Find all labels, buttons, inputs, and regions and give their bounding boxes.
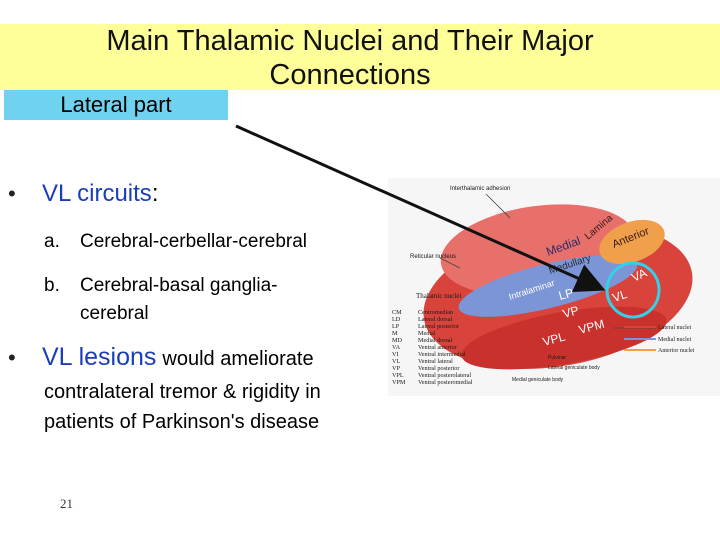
sub-item-a: a. Cerebral-cerbellar-cerebral: [44, 230, 307, 254]
region-label-lp: LP: [557, 286, 575, 303]
bullet-marker: •: [8, 345, 16, 370]
nucleus-name: Medial dorsal: [418, 337, 452, 344]
legend-medial: Medial nuclei: [658, 337, 691, 343]
label-lateral-geniculate: Lateral geniculate body: [548, 365, 600, 371]
sub-item-tag: b.: [44, 275, 60, 296]
slide-title: Main Thalamic Nuclei and Their Major Con…: [106, 25, 594, 91]
nucleus-abbr: LP: [392, 323, 400, 330]
thalamus-lower-lobe: [461, 306, 667, 370]
bullet-marker: •: [8, 181, 16, 206]
nucleus-name: Ventral anterior: [418, 344, 457, 351]
region-label-vpl: VPL: [541, 329, 567, 348]
nucleus-abbr: VPL: [392, 372, 404, 379]
nucleus-abbr: VP: [392, 365, 400, 372]
label-medial-geniculate: Medial geniculate body: [512, 377, 564, 383]
legend-lateral: Lateral nuclei: [658, 325, 691, 331]
vl-highlight-ring: [605, 261, 661, 319]
region-label-vl: VL: [611, 287, 630, 305]
nucleus-name: Ventral lateral: [418, 358, 453, 365]
nucleus-name: Medial: [418, 330, 436, 337]
nucleus-abbr: VL: [392, 358, 400, 365]
label-reticular-nucleus: Reticular nucleus: [410, 254, 456, 260]
region-label-va: VA: [629, 266, 649, 285]
sub-item-tag: a.: [44, 231, 60, 252]
bullet-continuation-2: patients of Parkinson's disease: [44, 411, 320, 433]
nucleus-abbr: MD: [392, 337, 403, 344]
bullet-heading: VL lesions: [42, 343, 157, 371]
nucleus-abbr: VA: [392, 344, 401, 351]
thalamus-figure: Medial Anterior Lamina Medullary LP VP V…: [388, 178, 720, 396]
region-label-vp: VP: [561, 303, 580, 321]
nucleus-abbr: LD: [392, 316, 401, 323]
region-label-vpm: VPM: [577, 317, 606, 337]
nucleus-name: Centromedian: [418, 309, 453, 316]
nucleus-name: Lateral posterior: [418, 323, 459, 330]
nucleus-name: Ventral posteromedial: [418, 379, 473, 386]
nucleus-abbr: VI: [392, 351, 399, 358]
sub-item-text: Cerebral-cerbellar-cerebral: [80, 231, 308, 252]
section-label: Lateral part: [4, 90, 228, 120]
nucleus-abbr: M: [392, 330, 398, 337]
label-pulvinar: Pulvinar: [548, 355, 566, 361]
nucleus-name: Ventral posterolateral: [418, 372, 471, 379]
legend-anterior: Anterior nuclei: [658, 348, 695, 354]
nucleus-abbr: CM: [392, 309, 402, 316]
bullet-text: would ameliorate: [162, 348, 314, 370]
bullet-vl-circuits: • VL circuits:: [8, 180, 158, 208]
page-number: 21: [60, 496, 73, 511]
anterior-nucleus-region: [599, 219, 665, 265]
nucleus-name: Lateral dorsal: [418, 316, 452, 323]
label-interthalamic-adhesion: Interthalamic adhesion: [450, 186, 510, 192]
bullet-suffix: :: [151, 180, 159, 207]
sub-item-b: b. Cerebral-basal ganglia-: [44, 274, 278, 298]
bullet-heading: VL circuits: [42, 180, 152, 207]
title-band: [0, 24, 720, 90]
nucleus-name: Ventral intermedial: [418, 351, 466, 358]
sub-item-b-cont: cerebral: [80, 303, 149, 324]
bullet-continuation-1: contralateral tremor & rigidity in: [44, 381, 321, 403]
nucleus-abbr: VPM: [392, 379, 406, 386]
nucleus-name: Ventral posterior: [418, 365, 459, 372]
sub-item-text: Cerebral-basal ganglia-: [80, 275, 278, 296]
nuclei-header: Thalamic nuclei: [416, 292, 461, 300]
